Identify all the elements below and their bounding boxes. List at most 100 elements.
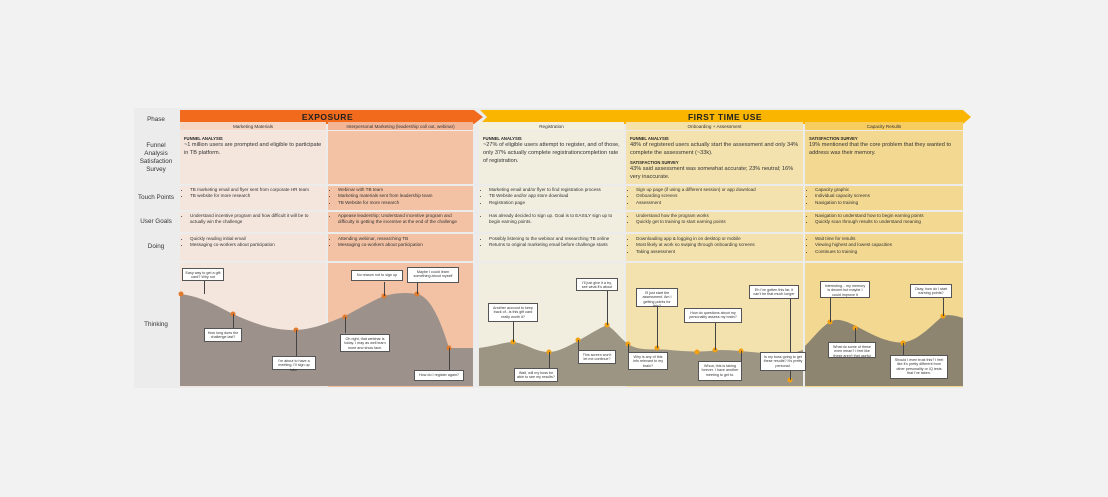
funnel-cell-marketing: FUNNEL ANALYSIS ~1 million users are pro… — [181, 136, 325, 182]
thought-note: Why is any of this info relevant to my b… — [628, 352, 668, 370]
thought-dot — [654, 345, 660, 351]
touch-item: Assessment — [636, 200, 799, 206]
funnel-heading: FUNNEL ANALYSIS — [630, 136, 669, 141]
goal-item: Appease leadership; Understand incentive… — [338, 213, 469, 226]
touch-cell-registration: Marketing email and/or flyer to find reg… — [480, 187, 623, 210]
touch-item: Marketing materials sent from leadership… — [338, 193, 469, 199]
thought-note: Wait, will my boss be able to see my res… — [514, 368, 558, 382]
thought-note: Eh I've gotten this far, it can't be tha… — [749, 285, 799, 299]
doing-item: Continues to training — [815, 249, 959, 255]
thought-note: How do I register again? — [414, 370, 464, 381]
doing-item: Downloading app & logging in on desktop … — [636, 236, 799, 242]
thought-note: What do some of these even mean? I feel … — [828, 342, 876, 358]
touch-item: Individual capacity screens — [815, 193, 959, 199]
doing-item: Most likely at work so swiping through o… — [636, 242, 799, 248]
thought-stem — [296, 330, 297, 356]
row-separator — [134, 232, 963, 234]
stage-interpersonal-marketing: Interpersonal Marketing (leadership call… — [328, 122, 473, 130]
thought-note: Another account to keep track of...is th… — [488, 303, 538, 322]
doing-cell-onboarding: Downloading app & logging in on desktop … — [627, 236, 802, 261]
doing-item: Returns to original marketing email befo… — [489, 242, 620, 248]
thought-dot — [381, 293, 387, 299]
thought-dot — [414, 291, 420, 297]
touch-cell-onboarding: Sign up page (if using a different sessi… — [627, 187, 802, 210]
thought-stem — [549, 352, 550, 368]
thought-stem — [513, 322, 514, 342]
thought-stem — [345, 317, 346, 333]
thought-stem — [830, 298, 831, 322]
row-label-phase: Phase — [147, 116, 165, 123]
thought-dot — [510, 339, 516, 345]
thought-dot — [178, 291, 184, 297]
phase-exposure: EXPOSURE — [301, 112, 354, 122]
thought-stem — [741, 351, 742, 361]
goal-item: Has already decided to sign up. Goal is … — [489, 213, 620, 226]
doing-item: Wait time for results — [815, 236, 959, 242]
phase-first-time-use: FIRST TIME USE — [687, 112, 763, 122]
touch-item: TB website for more research — [190, 193, 322, 199]
touch-item: Registration page — [489, 200, 620, 206]
thought-stem — [578, 340, 579, 350]
thought-dot — [787, 377, 793, 383]
column-onboarding-assessment — [626, 131, 803, 387]
funnel-text: ~1 million users are prompted and eligib… — [184, 142, 322, 156]
thought-note: This screen won't let me continue? — [578, 350, 616, 364]
goal-item: Navigation to understand how to begin ea… — [815, 213, 959, 219]
touch-item: Webinar with TB team — [338, 187, 469, 193]
row-label-doing: Doing — [147, 243, 165, 250]
thought-note: How long does the challenge last? — [204, 328, 242, 342]
curve-exposure-area — [180, 292, 449, 386]
goals-cell-interpersonal: Appease leadership; Understand incentive… — [329, 213, 472, 232]
thought-stem — [628, 344, 629, 352]
thought-dot — [712, 347, 718, 353]
goal-item: Quickly scan through results to understa… — [815, 219, 959, 225]
thought-note: Is my boss going to get these results? I… — [760, 352, 806, 371]
row-label-funnel: Funnel Analysis Satisfaction Survey — [139, 142, 173, 173]
stage-marketing-materials: Marketing Materials — [180, 122, 326, 130]
touch-item: TB Website for more research — [338, 200, 469, 206]
funnel-heading: FUNNEL ANALYSIS — [184, 136, 223, 141]
thought-stem — [943, 298, 944, 316]
goal-item: Understand incentive program and how dif… — [190, 213, 322, 226]
thought-stem — [715, 323, 716, 350]
thought-dot — [694, 349, 700, 355]
stage-capacity-results: Capacity Results — [805, 122, 963, 130]
touch-cell-marketing: TB marketing email and flyer sent from c… — [181, 187, 325, 210]
survey-text: 19% mentioned that the core problem that… — [809, 142, 952, 156]
touch-cell-interpersonal: Webinar with TB teamMarketing materials … — [329, 187, 472, 210]
touch-item: Marketing email and/or flyer to find reg… — [489, 187, 620, 193]
thought-stem — [233, 314, 234, 328]
touch-item: Onboarding screens — [636, 193, 799, 199]
funnel-text: 48% of registered users actually start t… — [630, 142, 799, 156]
thought-note: Whoa, this is taking forever. I have ano… — [698, 361, 742, 381]
goals-cell-capacity: Navigation to understand how to begin ea… — [806, 213, 962, 232]
thought-dot — [827, 319, 833, 325]
row-separator — [134, 210, 963, 212]
row-label-touch-points: Touch Points — [137, 194, 175, 201]
funnel-cell-onboarding: FUNNEL ANALYSIS 48% of registered users … — [627, 136, 802, 182]
thought-note: I'm about to have a meeting, I'll sign u… — [272, 356, 316, 372]
thought-stem — [204, 280, 205, 294]
doing-cell-interpersonal: Attending webinar, researching TBMessagi… — [329, 236, 472, 261]
touch-cell-capacity: Capacity graphicIndividual capacity scre… — [806, 187, 962, 210]
thought-stem — [384, 282, 385, 296]
exposure-arrow — [180, 110, 483, 124]
thought-note: Maybe I could learn something about myse… — [407, 267, 459, 283]
thought-note: Easy way to get a gift card? Why not — [182, 268, 224, 281]
first-time-use-arrow — [480, 110, 971, 124]
touch-item: TB Website and/or app store download — [489, 193, 620, 199]
doing-item: Messaging co-workers about participation — [190, 242, 322, 248]
thought-stem — [417, 283, 418, 294]
goals-cell-marketing: Understand incentive program and how dif… — [181, 213, 325, 232]
thought-note: I'll just give it a try, see what it's a… — [576, 278, 618, 291]
thought-stem — [607, 290, 608, 325]
funnel-heading: FUNNEL ANALYSIS — [483, 136, 522, 141]
stage-onboarding-assessment: Onboarding + Assessment — [626, 122, 803, 130]
doing-item: Possibly listening to the webinar and re… — [489, 236, 620, 242]
funnel-cell-capacity: SATISFACTION SURVEY 19% mentioned that t… — [806, 136, 962, 182]
survey-heading: SATISFACTION SURVEY — [630, 159, 679, 165]
thought-note: Should I even trust this? I feel like it… — [890, 355, 948, 379]
row-label-user-goals: User Goals — [140, 218, 172, 225]
